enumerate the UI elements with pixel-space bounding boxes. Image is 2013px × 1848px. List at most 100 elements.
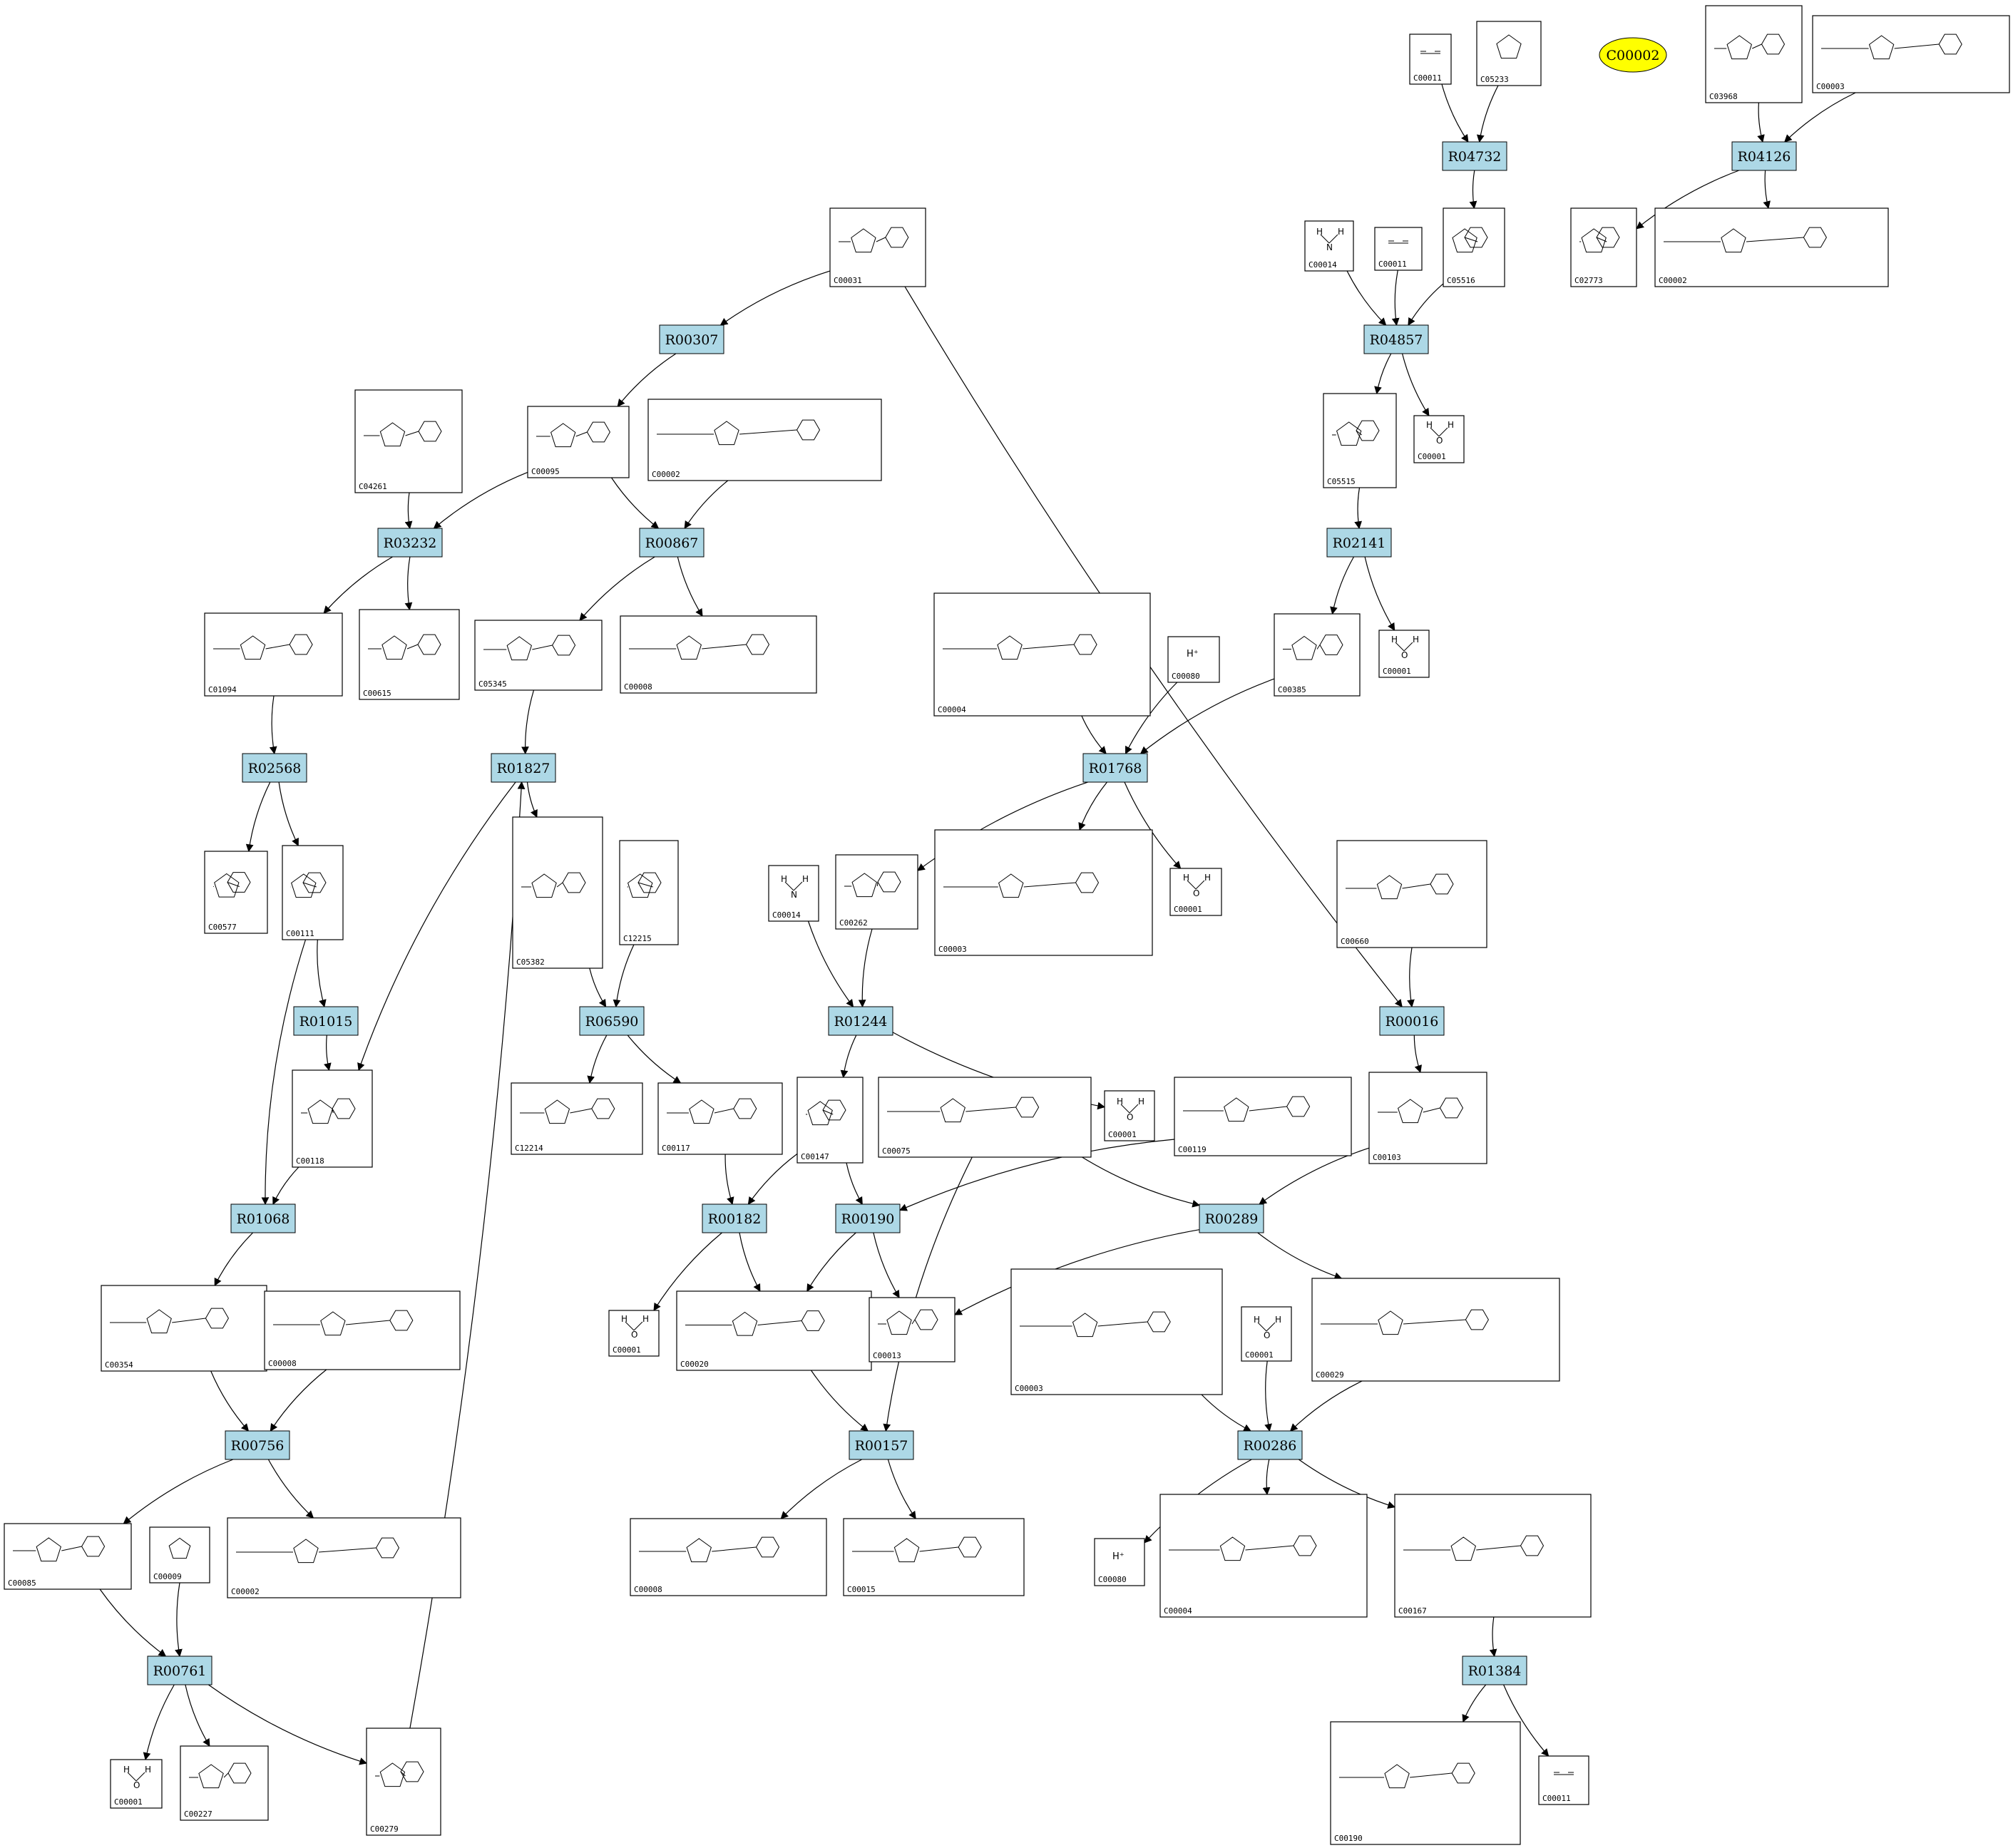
structure-sketch (290, 872, 327, 898)
compound-node[interactable]: C01094 (204, 612, 343, 697)
compound-node[interactable]: C04261 (354, 389, 463, 493)
compound-node[interactable]: C00117 (657, 1082, 783, 1155)
svg-text:H: H (145, 1765, 151, 1775)
compound-node[interactable]: H⁺C00080 (1167, 636, 1220, 683)
reaction-node[interactable]: R01768 (1082, 753, 1148, 783)
reaction-node[interactable]: R00761 (147, 1655, 212, 1685)
reaction-node[interactable]: R01015 (293, 1006, 359, 1036)
reaction-node[interactable]: R00286 (1237, 1430, 1303, 1460)
compound-node[interactable]: C00003 (1010, 1268, 1223, 1395)
reaction-box (1442, 141, 1507, 171)
compound-node[interactable]: C00020 (676, 1290, 872, 1371)
structure-sketch (1714, 34, 1786, 60)
structure-sketch: HOH (1426, 420, 1454, 446)
reaction-node[interactable]: R00157 (849, 1430, 914, 1460)
compound-node[interactable]: C00103 (1368, 1072, 1487, 1164)
compound-node[interactable]: C00227 (180, 1745, 269, 1821)
compound-node[interactable]: C00008 (630, 1518, 827, 1596)
reaction-node[interactable]: R01827 (491, 753, 556, 783)
compound-node[interactable]: C05233 (1476, 21, 1542, 86)
compound-node[interactable]: C00085 (4, 1523, 132, 1590)
reaction-node[interactable]: R00307 (659, 324, 724, 354)
reaction-node[interactable]: R00190 (835, 1203, 901, 1233)
reaction-node[interactable]: R01068 (230, 1203, 296, 1233)
structure-sketch (521, 872, 586, 898)
compound-node[interactable]: C00190 (1330, 1721, 1521, 1845)
compound-node[interactable]: C05345 (474, 620, 603, 691)
compound-node[interactable]: C05515 (1323, 393, 1397, 488)
compound-node[interactable]: C00008 (264, 1290, 461, 1370)
compound-node[interactable]: C00111 (282, 845, 344, 940)
structure-sketch (213, 634, 313, 660)
compound-node[interactable]: C00002 (227, 1517, 461, 1598)
edge-arrow (858, 928, 873, 1008)
compound-node[interactable]: C00118 (292, 1069, 373, 1168)
reaction-node[interactable]: R04126 (1731, 141, 1797, 171)
reaction-node[interactable]: R01384 (1462, 1655, 1527, 1685)
reaction-node[interactable]: R00756 (225, 1430, 290, 1460)
reaction-node[interactable]: R04732 (1442, 141, 1507, 171)
compound-node[interactable]: C05516 (1443, 207, 1505, 287)
edge-arrow (526, 781, 538, 818)
compound-node[interactable]: C00002 (647, 399, 882, 481)
compound-node[interactable]: C00615 (359, 609, 460, 700)
compound-node[interactable]: C00002 (1654, 207, 1889, 287)
compound-box (829, 207, 926, 287)
reaction-node[interactable]: R00289 (1199, 1203, 1264, 1233)
compound-node[interactable]: C00075 (878, 1077, 1092, 1158)
compound-node[interactable]: C00008 (620, 615, 817, 694)
compound-node[interactable]: C00385 (1274, 613, 1361, 697)
reaction-node[interactable]: R04857 (1363, 324, 1429, 354)
compound-node[interactable]: C00279 (366, 1728, 441, 1836)
compound-node[interactable]: C00031 (829, 207, 926, 287)
compound-node[interactable]: C00011 (1374, 227, 1423, 271)
compound-node[interactable]: C05382 (512, 816, 603, 969)
compound-node[interactable]: C02773 (1570, 207, 1637, 287)
reaction-node[interactable]: R06590 (579, 1006, 645, 1036)
compound-node[interactable]: C00577 (204, 851, 268, 934)
reaction-node[interactable]: R02141 (1326, 528, 1392, 558)
compound-node[interactable]: C00011 (1409, 34, 1452, 85)
compound-node[interactable]: H⁺C00080 (1094, 1538, 1145, 1586)
compound-node[interactable]: C00029 (1311, 1278, 1560, 1382)
compound-node[interactable]: C00009 (149, 1526, 210, 1583)
compound-node[interactable]: C00003 (1812, 15, 2010, 93)
compound-node[interactable]: C00095 (527, 406, 630, 478)
reaction-node[interactable]: R02568 (242, 753, 307, 783)
compound-node[interactable]: C12214 (511, 1082, 643, 1155)
reaction-node[interactable]: R00182 (702, 1203, 767, 1233)
reaction-box (1363, 324, 1429, 354)
reaction-node[interactable]: R01244 (828, 1006, 893, 1036)
compound-box (1812, 15, 2010, 93)
reaction-node[interactable]: R00867 (639, 528, 705, 558)
compound-node[interactable]: C00011 (1538, 1755, 1589, 1805)
compound-box (1010, 1268, 1223, 1395)
compound-node[interactable]: C03968 (1705, 5, 1803, 103)
compound-node[interactable]: C00015 (843, 1518, 1025, 1596)
reaction-node[interactable]: R03232 (377, 528, 443, 558)
compound-node[interactable]: C00262 (835, 854, 918, 930)
compound-node[interactable]: C00004 (1159, 1494, 1368, 1618)
compound-node[interactable]: C00119 (1174, 1077, 1352, 1156)
compound-node[interactable]: C00147 (797, 1077, 864, 1164)
reaction-node[interactable]: R00016 (1379, 1006, 1445, 1036)
compound-node[interactable]: C00003 (934, 829, 1153, 956)
compound-node[interactable]: C00660 (1336, 840, 1487, 948)
compound-box (933, 592, 1151, 717)
compound-node[interactable]: C00013 (869, 1297, 956, 1362)
compound-node[interactable]: C00167 (1394, 1494, 1592, 1618)
svg-text:H⁺: H⁺ (1187, 649, 1199, 659)
compound-node[interactable]: C00354 (101, 1285, 267, 1372)
compound-node[interactable]: C00004 (933, 592, 1151, 717)
compound-node[interactable]: C12215 (619, 840, 679, 945)
